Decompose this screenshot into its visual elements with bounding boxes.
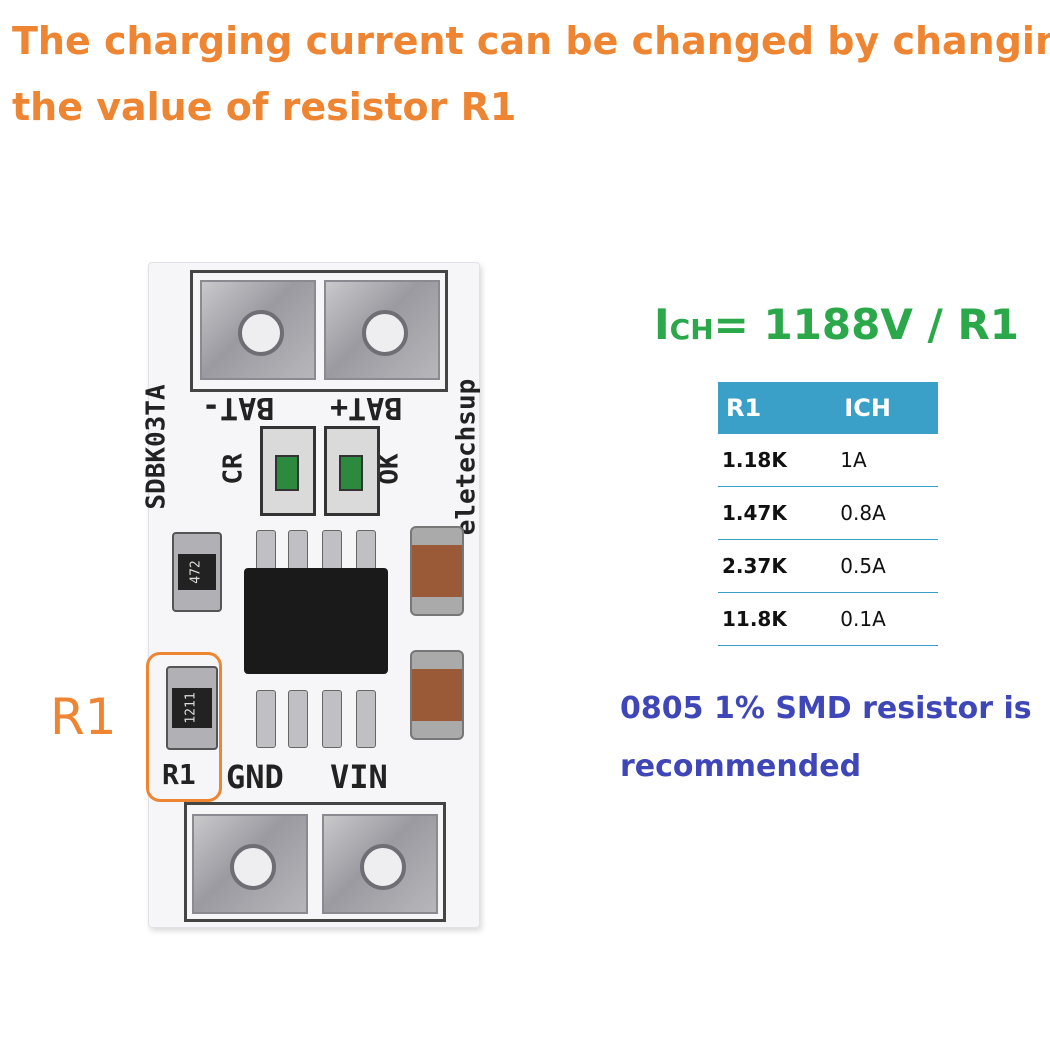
led-core — [275, 455, 299, 491]
table-cell-ich: 0.1A — [836, 592, 938, 646]
pad-hole — [238, 310, 284, 356]
capacitor-bottom — [410, 650, 464, 740]
ic-pin — [322, 690, 342, 748]
table-cell-ich: 1A — [836, 434, 938, 487]
vin-pad — [322, 814, 438, 914]
led-core — [339, 455, 363, 491]
model-label: SDBK03TA — [141, 384, 172, 510]
vin-label: VIN — [330, 758, 388, 796]
table-cell-r1: 1.18K — [718, 434, 837, 487]
resistor-472-text: 472 — [188, 560, 204, 584]
gnd-pad — [192, 814, 308, 914]
table-cell-ich: 0.8A — [836, 486, 938, 540]
table-header-r1: R1 — [718, 382, 837, 434]
brand-label: eletechsup — [451, 378, 482, 536]
bat-plus-pad — [324, 280, 440, 380]
table-header-ich: ICH — [836, 382, 938, 434]
formula-divider: / R1 — [927, 300, 1020, 349]
note-line-2: recommended — [620, 749, 862, 784]
table-header-row: R1 ICH — [718, 382, 938, 434]
title-line-2: the value of resistor R1 — [12, 85, 517, 129]
charging-formula: ICH= 1188V / R1 — [654, 300, 1019, 349]
table-cell-r1: 1.47K — [718, 486, 837, 540]
table-row: 1.47K 0.8A — [718, 486, 938, 540]
resistor-r1: 1211 — [166, 666, 218, 750]
table-row: 1.18K 1A — [718, 434, 938, 487]
table-cell-r1: 2.37K — [718, 539, 837, 593]
pad-hole — [360, 844, 406, 890]
charger-ic — [244, 568, 388, 674]
formula-eq: = — [713, 300, 749, 349]
gnd-label: GND — [226, 758, 284, 796]
note-line-1: 0805 1% SMD resistor is — [620, 691, 1032, 726]
ic-pin — [288, 690, 308, 748]
top-terminal-frame — [190, 270, 448, 392]
ic-pin — [256, 690, 276, 748]
resistor-r1-body: 1211 — [172, 688, 212, 728]
resistor-current-table: R1 ICH 1.18K 1A 1.47K 0.8A 2.37K 0.5A 11… — [718, 382, 938, 646]
r1-callout-label: R1 — [50, 688, 117, 746]
r1-silk-label: R1 — [162, 758, 196, 791]
pcb-board: BAT- BAT+ SDBK03TA eletechsup CR OK 472 … — [142, 262, 482, 928]
formula-i: I — [654, 300, 670, 349]
title-line-1: The charging current can be changed by c… — [12, 19, 1050, 63]
table-row: 2.37K 0.5A — [718, 539, 938, 593]
formula-sub: CH — [669, 313, 714, 346]
recommendation-note: 0805 1% SMD resistor is recommended — [620, 680, 1040, 796]
formula-numerator: 1188V — [763, 300, 913, 349]
bat-plus-label: BAT+ — [330, 390, 403, 425]
cr-label: CR — [218, 453, 249, 485]
resistor-472: 472 — [172, 532, 222, 612]
page-title: The charging current can be changed by c… — [12, 8, 1050, 140]
table-cell-ich: 0.5A — [836, 539, 938, 593]
ok-led — [324, 426, 380, 516]
bat-minus-pad — [200, 280, 316, 380]
capacitor-top — [410, 526, 464, 616]
ic-pin — [356, 690, 376, 748]
table-row: 11.8K 0.1A — [718, 592, 938, 646]
pad-hole — [362, 310, 408, 356]
r1-highlight-box — [146, 652, 222, 802]
pad-hole — [230, 844, 276, 890]
table-cell-r1: 11.8K — [718, 592, 837, 646]
cr-led — [260, 426, 316, 516]
resistor-472-body: 472 — [178, 554, 216, 590]
bottom-terminal-frame — [184, 802, 446, 922]
bat-minus-label: BAT- — [202, 390, 275, 425]
